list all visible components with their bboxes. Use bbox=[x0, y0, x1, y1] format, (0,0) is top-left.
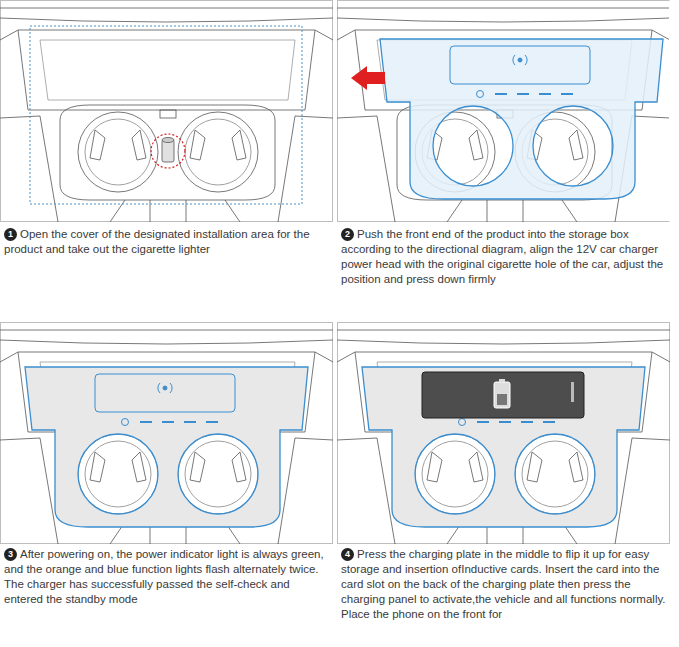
callout-number: 3 bbox=[8, 549, 13, 559]
step-number: 3 bbox=[4, 548, 17, 561]
panel-illustration bbox=[337, 1, 678, 223]
panel-illustration bbox=[337, 323, 670, 545]
step-number: 4 bbox=[341, 548, 354, 561]
callout-number: 2 bbox=[345, 229, 350, 239]
panel-illustration bbox=[0, 323, 333, 545]
step-caption: After powering on, the power indicator l… bbox=[4, 547, 330, 607]
callout-number: 1 bbox=[8, 229, 13, 239]
callout-number: 4 bbox=[345, 549, 350, 559]
step-caption: Open the cover of the designated install… bbox=[4, 227, 330, 257]
step-number: 1 bbox=[4, 228, 17, 241]
step-caption: Push the front end of the product into t… bbox=[341, 227, 675, 287]
step-number: 2 bbox=[341, 228, 354, 241]
panel-illustration bbox=[0, 1, 333, 223]
step-caption: Press the charging plate in the middle t… bbox=[341, 547, 675, 622]
